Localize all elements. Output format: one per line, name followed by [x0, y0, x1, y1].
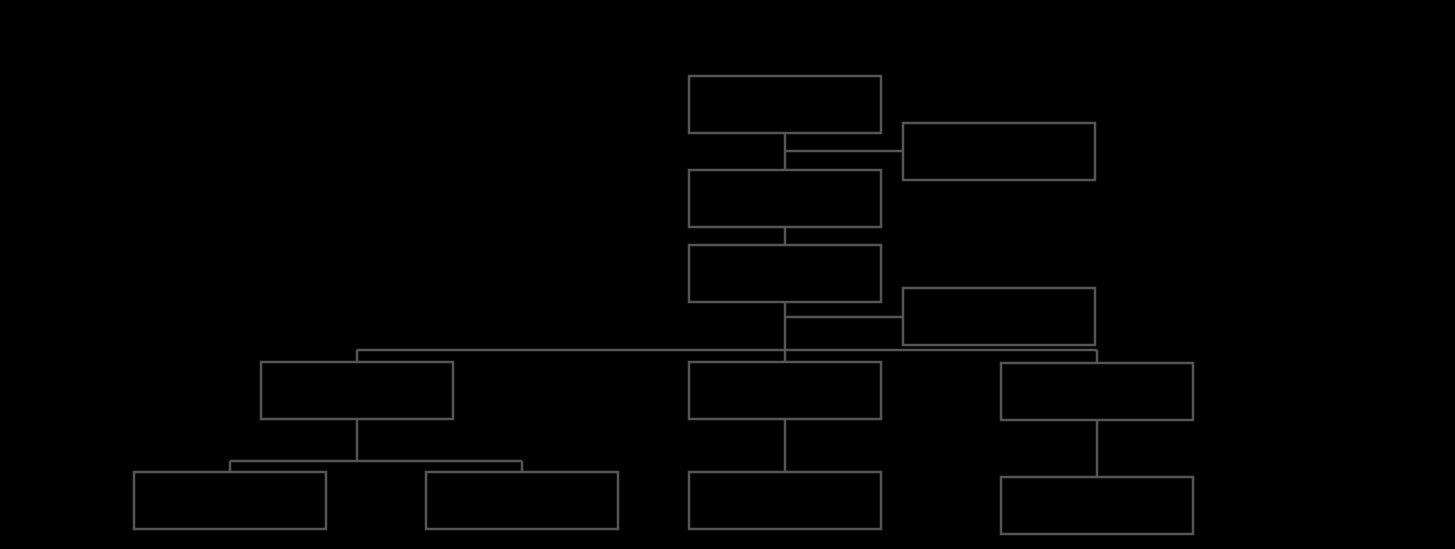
org-node-level-3-assistant [901, 286, 1097, 347]
connector-lines [228, 133, 1099, 477]
org-node-box [687, 168, 883, 229]
org-node-box [424, 470, 620, 531]
org-node-right-child [999, 475, 1195, 536]
org-node-box [687, 470, 883, 531]
org-node-center-child [687, 470, 883, 531]
org-node-box [687, 74, 883, 135]
org-node-branch-left [259, 360, 455, 421]
org-node-box [901, 286, 1097, 347]
org-node-box [259, 360, 455, 421]
org-node-level-3 [687, 243, 883, 304]
org-node-box [687, 243, 883, 304]
org-node-level-2 [687, 168, 883, 229]
org-node-box [687, 360, 883, 421]
org-node-box [901, 121, 1097, 182]
org-node-root [687, 74, 883, 135]
org-node-left-child-1 [132, 470, 328, 531]
org-node-box [999, 475, 1195, 536]
org-node-box [999, 361, 1195, 422]
org-node-branch-right [999, 361, 1195, 422]
org-chart-nodes [132, 74, 1195, 536]
org-node-branch-center [687, 360, 883, 421]
org-node-left-child-2 [424, 470, 620, 531]
org-node-box [132, 470, 328, 531]
org-node-root-assistant [901, 121, 1097, 182]
